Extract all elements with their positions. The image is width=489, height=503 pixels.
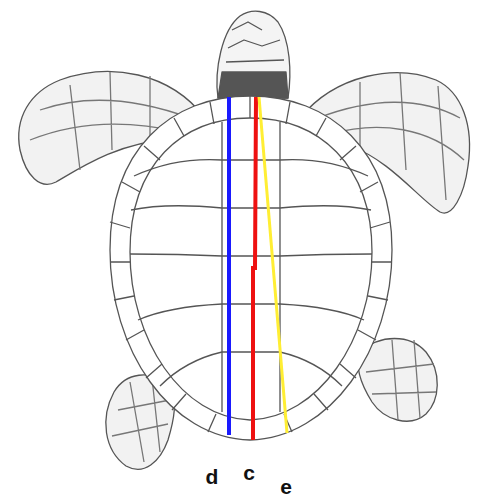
line-label: e — [280, 476, 292, 497]
measure-line — [227, 97, 231, 435]
line-label: c — [243, 462, 255, 483]
measure-line — [259, 97, 287, 433]
line-label: d — [206, 466, 219, 487]
measure-line — [253, 97, 256, 440]
